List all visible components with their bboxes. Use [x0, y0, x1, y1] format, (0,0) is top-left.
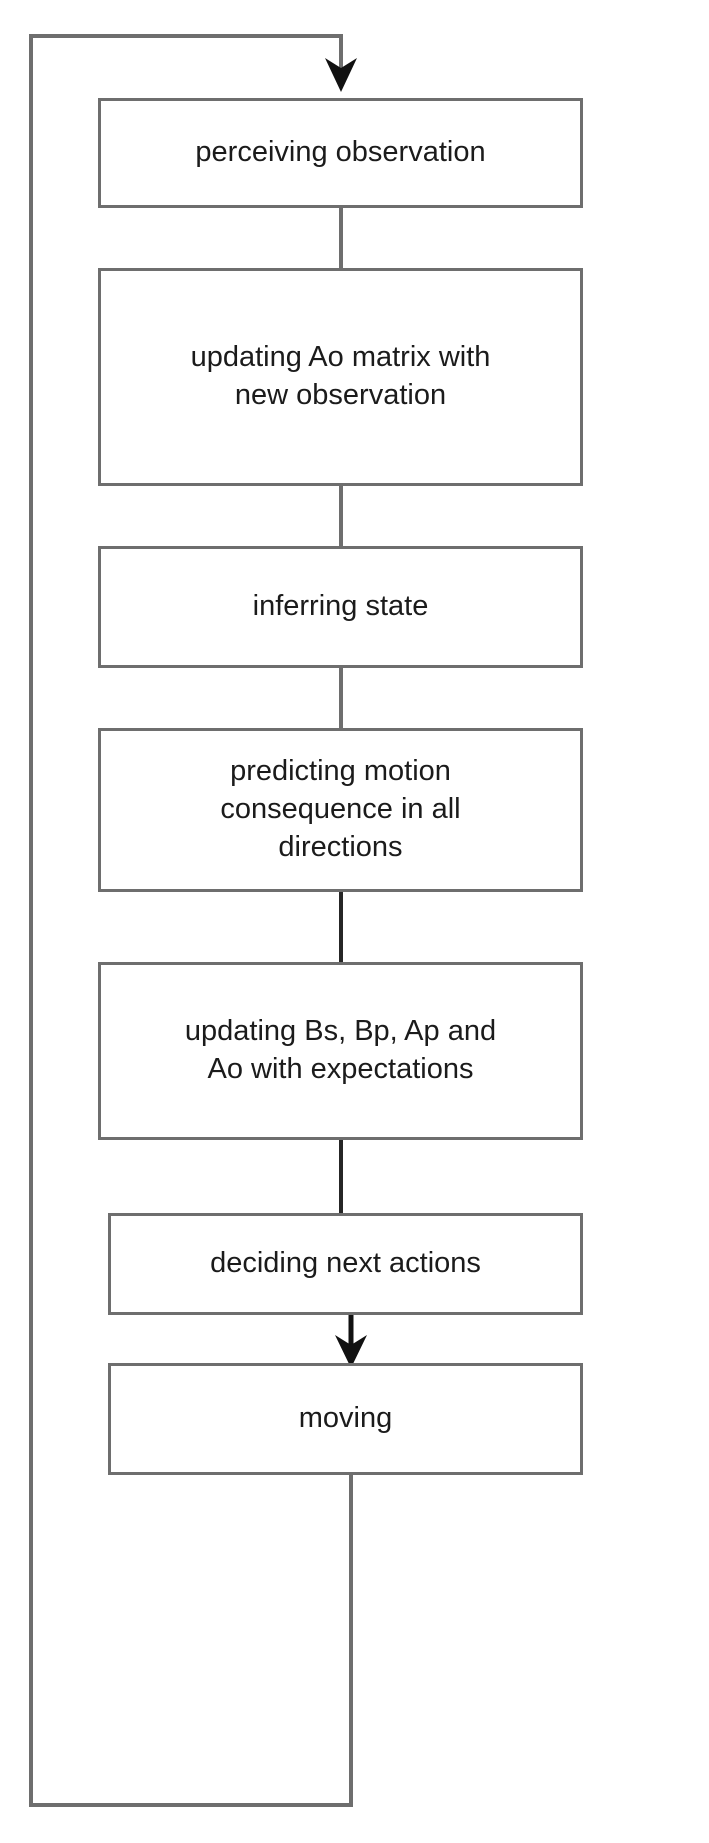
node-deciding-next-actions[interactable]: deciding next actions [108, 1213, 583, 1315]
node-updating-matrices-expectations[interactable]: updating Bs, Bp, Ap and Ao with expectat… [98, 962, 583, 1140]
node-label-moving: moving [298, 1402, 393, 1435]
node-label-updating-matrices-expectations: updating Bs, Bp, Ap and Ao with expectat… [184, 1015, 497, 1085]
node-inferring-state[interactable]: inferring state [98, 546, 583, 668]
connector-feedback-loop-moving-to-perceiving [29, 34, 353, 1807]
node-label-inferring-state: inferring state [252, 590, 429, 623]
node-predicting-motion-consequence[interactable]: predicting motion consequence in all dir… [98, 728, 583, 892]
node-moving[interactable]: moving [108, 1363, 583, 1475]
arrowhead-down-into-perceiving-observation [325, 58, 357, 92]
node-label-deciding-next-actions: deciding next actions [210, 1247, 481, 1280]
node-label-updating-ao-matrix: updating Ao matrix with new observation [190, 341, 491, 411]
node-label-predicting-motion-consequence: predicting motion consequence in all dir… [220, 755, 461, 863]
node-perceiving-observation[interactable]: perceiving observation [98, 98, 583, 208]
arrowhead-down-into-moving [335, 1335, 367, 1368]
node-updating-ao-matrix[interactable]: updating Ao matrix with new observation [98, 268, 583, 486]
node-label-perceiving-observation: perceiving observation [195, 136, 486, 169]
